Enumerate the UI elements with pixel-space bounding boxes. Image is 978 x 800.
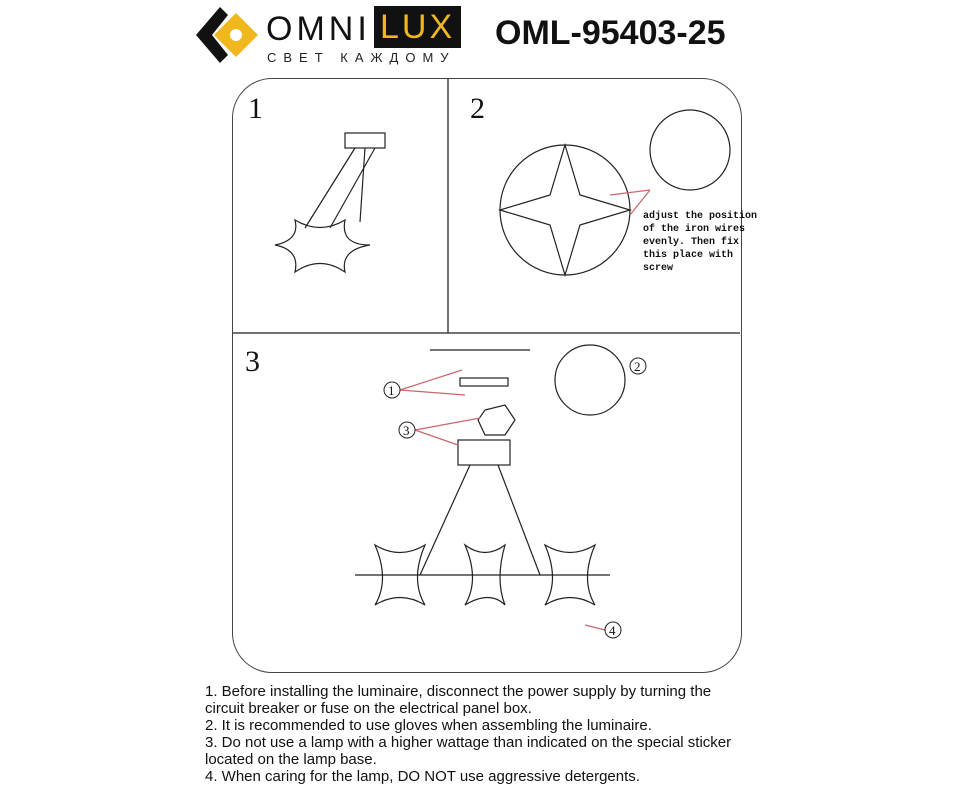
step3-drawing (355, 344, 626, 631)
step-number-2: 2 (470, 92, 485, 125)
step2-drawing (497, 109, 731, 278)
diagram-frame (232, 78, 742, 673)
model-number: OML-95403-25 (495, 14, 726, 52)
instruction-line: located on the lamp base. (205, 751, 377, 768)
callout-4: 4 (609, 623, 616, 638)
callout-2: 2 (634, 359, 641, 374)
instruction-line: 3. Do not use a lamp with a higher watta… (205, 734, 732, 751)
brand-tagline: СВЕТ КАЖДОМУ (267, 50, 456, 65)
step-number-3: 3 (245, 345, 260, 378)
callout-1: 1 (388, 383, 395, 398)
instruction-line: 1. Before installing the luminaire, disc… (205, 683, 712, 700)
step2-note: adjust the position of the iron wires ev… (643, 211, 758, 274)
brand-lux: LUX (374, 6, 462, 48)
instruction-line: 2. It is recommended to use gloves when … (205, 717, 652, 734)
step1-drawing (274, 132, 386, 274)
safety-instructions: 1. Before installing the luminaire, disc… (205, 683, 731, 785)
brand-omni: OMNI (266, 10, 371, 48)
instruction-line: circuit breaker or fuse on the electrica… (205, 700, 532, 717)
callout-3: 3 (403, 423, 410, 438)
instruction-line: 4. When caring for the lamp, DO NOT use … (205, 768, 640, 785)
step-number-1: 1 (248, 92, 263, 125)
omnilux-logo-icon (196, 7, 258, 63)
